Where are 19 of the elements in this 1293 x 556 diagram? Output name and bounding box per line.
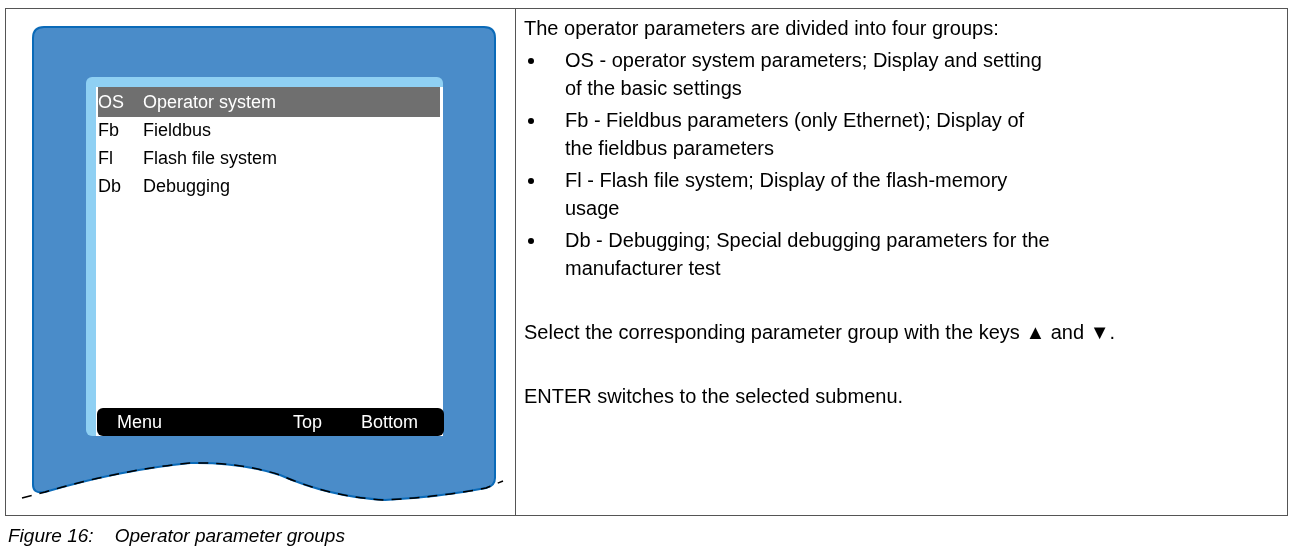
menu-item: Flash file system [143, 149, 278, 167]
softkey-label: Top [293, 410, 323, 434]
intro-text: The operator parameters are divided into four groups: [524, 16, 1000, 41]
instruction-text: Select the corresponding parameter group with the keys ▲ and ▼. [524, 320, 1116, 345]
menu-item: Debugging [143, 177, 231, 195]
list-item: Fb - Fieldbus parameters (only Ethernet); Display of the fieldbus parameters [565, 108, 1026, 161]
softkey-label: Bottom [361, 410, 419, 434]
menu-code: Fl [98, 149, 114, 167]
menu-item: Operator system [143, 93, 277, 111]
instruction-text: ENTER switches to the selected submenu. [524, 384, 905, 409]
menu-code: Db [98, 177, 122, 195]
menu-item: Fieldbus [143, 121, 212, 139]
list-item: Fl - Flash file system; Display of the flash-memory usage [565, 168, 1009, 221]
list-item: Db - Debugging; Special debugging parameters for the manufacturer test [565, 228, 1051, 281]
softkey-label: Menu [117, 410, 163, 434]
figure-caption: Figure 16: Operator parameter groups [8, 524, 345, 548]
menu-code: OS [98, 93, 125, 111]
list-item: OS - operator system parameters; Display and setting of the basic settings [565, 48, 1043, 101]
menu-code: Fb [98, 121, 120, 139]
